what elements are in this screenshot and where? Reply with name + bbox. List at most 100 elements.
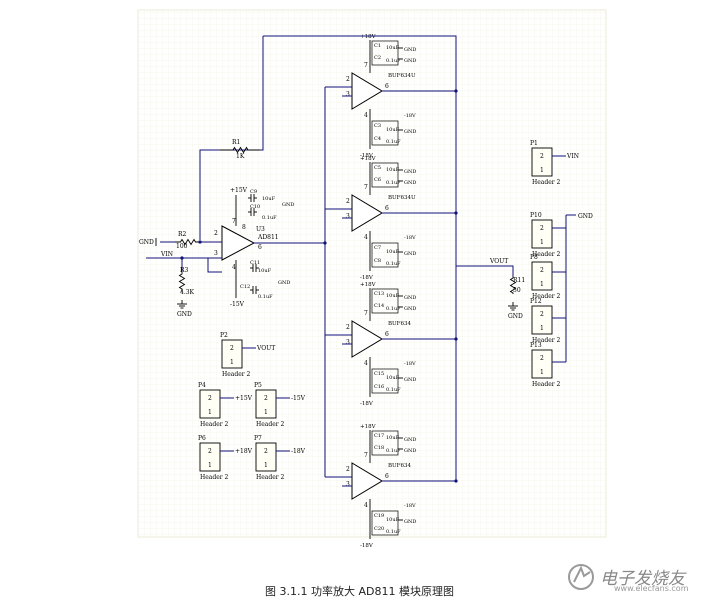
cap-value: 0.1uF	[386, 306, 401, 312]
supply-label: -18V	[360, 275, 374, 281]
cap-ref: C15	[374, 371, 384, 377]
header-pin: 2	[264, 395, 268, 402]
header-ref: P12	[530, 298, 542, 305]
gnd-label: GND	[404, 47, 416, 53]
gnd-label: GND	[404, 251, 416, 257]
cap-value: 10uF	[262, 196, 276, 202]
pin-number: 3	[346, 339, 350, 346]
gnd-label: GND	[578, 213, 593, 220]
header-net: +18V	[235, 448, 253, 455]
header-pin: 2	[208, 395, 212, 402]
junction-dot	[180, 256, 184, 260]
cap-value: 0.1uF	[386, 58, 401, 64]
header-type: Header 2	[256, 421, 285, 428]
supply-label: +18V	[360, 34, 377, 40]
supply-label: +18V	[360, 424, 377, 430]
header-ref: P5	[254, 382, 262, 389]
gnd-label: GND	[404, 437, 416, 443]
header-ref: P4	[198, 382, 206, 389]
cap-ref: C5	[374, 165, 381, 171]
pin-number: 2	[346, 324, 350, 331]
header-ref: P6	[198, 435, 206, 442]
resistor-ref: R11	[513, 277, 525, 284]
cap-cluster	[371, 242, 399, 268]
cap-value: 10uF	[386, 375, 400, 381]
vout-label: VOUT	[489, 258, 508, 265]
header-pin: 2	[540, 355, 544, 362]
cap-ref: C10	[250, 204, 260, 210]
supply-label: -18V	[404, 113, 416, 119]
cap-ref: C6	[374, 177, 381, 183]
supply-label: -15V	[230, 301, 245, 308]
cap-ref: C7	[374, 245, 381, 251]
figure-caption: 图 3.1.1 功率放大 AD811 模块原理图	[265, 585, 454, 598]
cap-ref: C4	[374, 136, 381, 142]
cap-ref: C17	[374, 433, 384, 439]
resistor-value: 50	[513, 287, 521, 294]
pin-number: 4	[364, 112, 368, 119]
cap-ref: C11	[250, 260, 260, 266]
watermark-logo-icon	[568, 564, 594, 590]
pin-number: 2	[346, 466, 350, 473]
pin-number: 7	[364, 452, 368, 459]
header-pin: 2	[208, 448, 212, 455]
pin-number: 3	[346, 91, 350, 98]
cap-cluster	[371, 162, 399, 188]
cap-ref: C14	[374, 303, 384, 309]
pin-number: 7	[364, 62, 368, 69]
gnd-label: GND	[404, 129, 416, 135]
gnd-label: GND	[404, 58, 416, 64]
cap-cluster	[371, 430, 399, 456]
header-type: Header 2	[532, 179, 561, 186]
resistor-r3	[178, 270, 186, 292]
gnd-label: GND	[404, 448, 416, 454]
gnd-label: GND	[278, 280, 290, 286]
cap-ref: C9	[250, 189, 257, 195]
resistor-r1	[220, 146, 260, 154]
resistor-ref: R3	[180, 267, 189, 274]
cap-value: 0.1uF	[386, 180, 401, 186]
pin-number: 3	[346, 481, 350, 488]
pin-number: 6	[385, 205, 389, 212]
watermark-url: www.elecfans.com	[614, 584, 689, 593]
header-net: -15V	[291, 395, 306, 402]
ground-label: GND	[508, 313, 523, 320]
cap-value: 0.1uF	[386, 387, 401, 393]
cap-value: 10uF	[386, 45, 400, 51]
resistor-ref: R2	[178, 231, 187, 238]
header-pin: 1	[264, 409, 268, 416]
header-pin: 1	[540, 167, 544, 174]
cap-ref: C13	[374, 291, 384, 297]
pin-number: 6	[258, 244, 262, 251]
cap-value: 10uF	[386, 293, 400, 299]
gnd-label: GND	[404, 377, 416, 383]
header-type: Header 2	[256, 474, 285, 481]
supply-label: +18V	[360, 156, 377, 162]
feedback-wire	[263, 35, 457, 91]
buffer-label: BUF634U	[388, 195, 416, 201]
pin-number: 2	[346, 198, 350, 205]
cap-ref: C12	[240, 284, 250, 290]
cap-ref: C20	[374, 526, 384, 532]
cap-cluster	[371, 368, 399, 394]
resistor-r2	[175, 238, 200, 246]
gnd-label: GND	[282, 202, 294, 208]
header-pin: 1	[264, 462, 268, 469]
header-pin: 2	[264, 448, 268, 455]
header-net: VOUT	[256, 345, 275, 352]
header-connector	[255, 389, 277, 419]
header-connector	[221, 339, 243, 369]
buffer-label: BUF634	[388, 321, 411, 327]
supply-label: -18V	[404, 503, 416, 509]
header-pin: 1	[540, 369, 544, 376]
resistor-ref: R1	[232, 139, 240, 146]
cap-ref: C19	[374, 513, 384, 519]
pin-number: 6	[385, 331, 389, 338]
pin-number: 2	[346, 76, 350, 83]
pin-number: 6	[385, 473, 389, 480]
header-ref: P7	[254, 435, 262, 442]
pin-number: 2	[214, 230, 218, 237]
header-pin: 1	[230, 359, 234, 366]
header-type: Header 2	[200, 421, 229, 428]
